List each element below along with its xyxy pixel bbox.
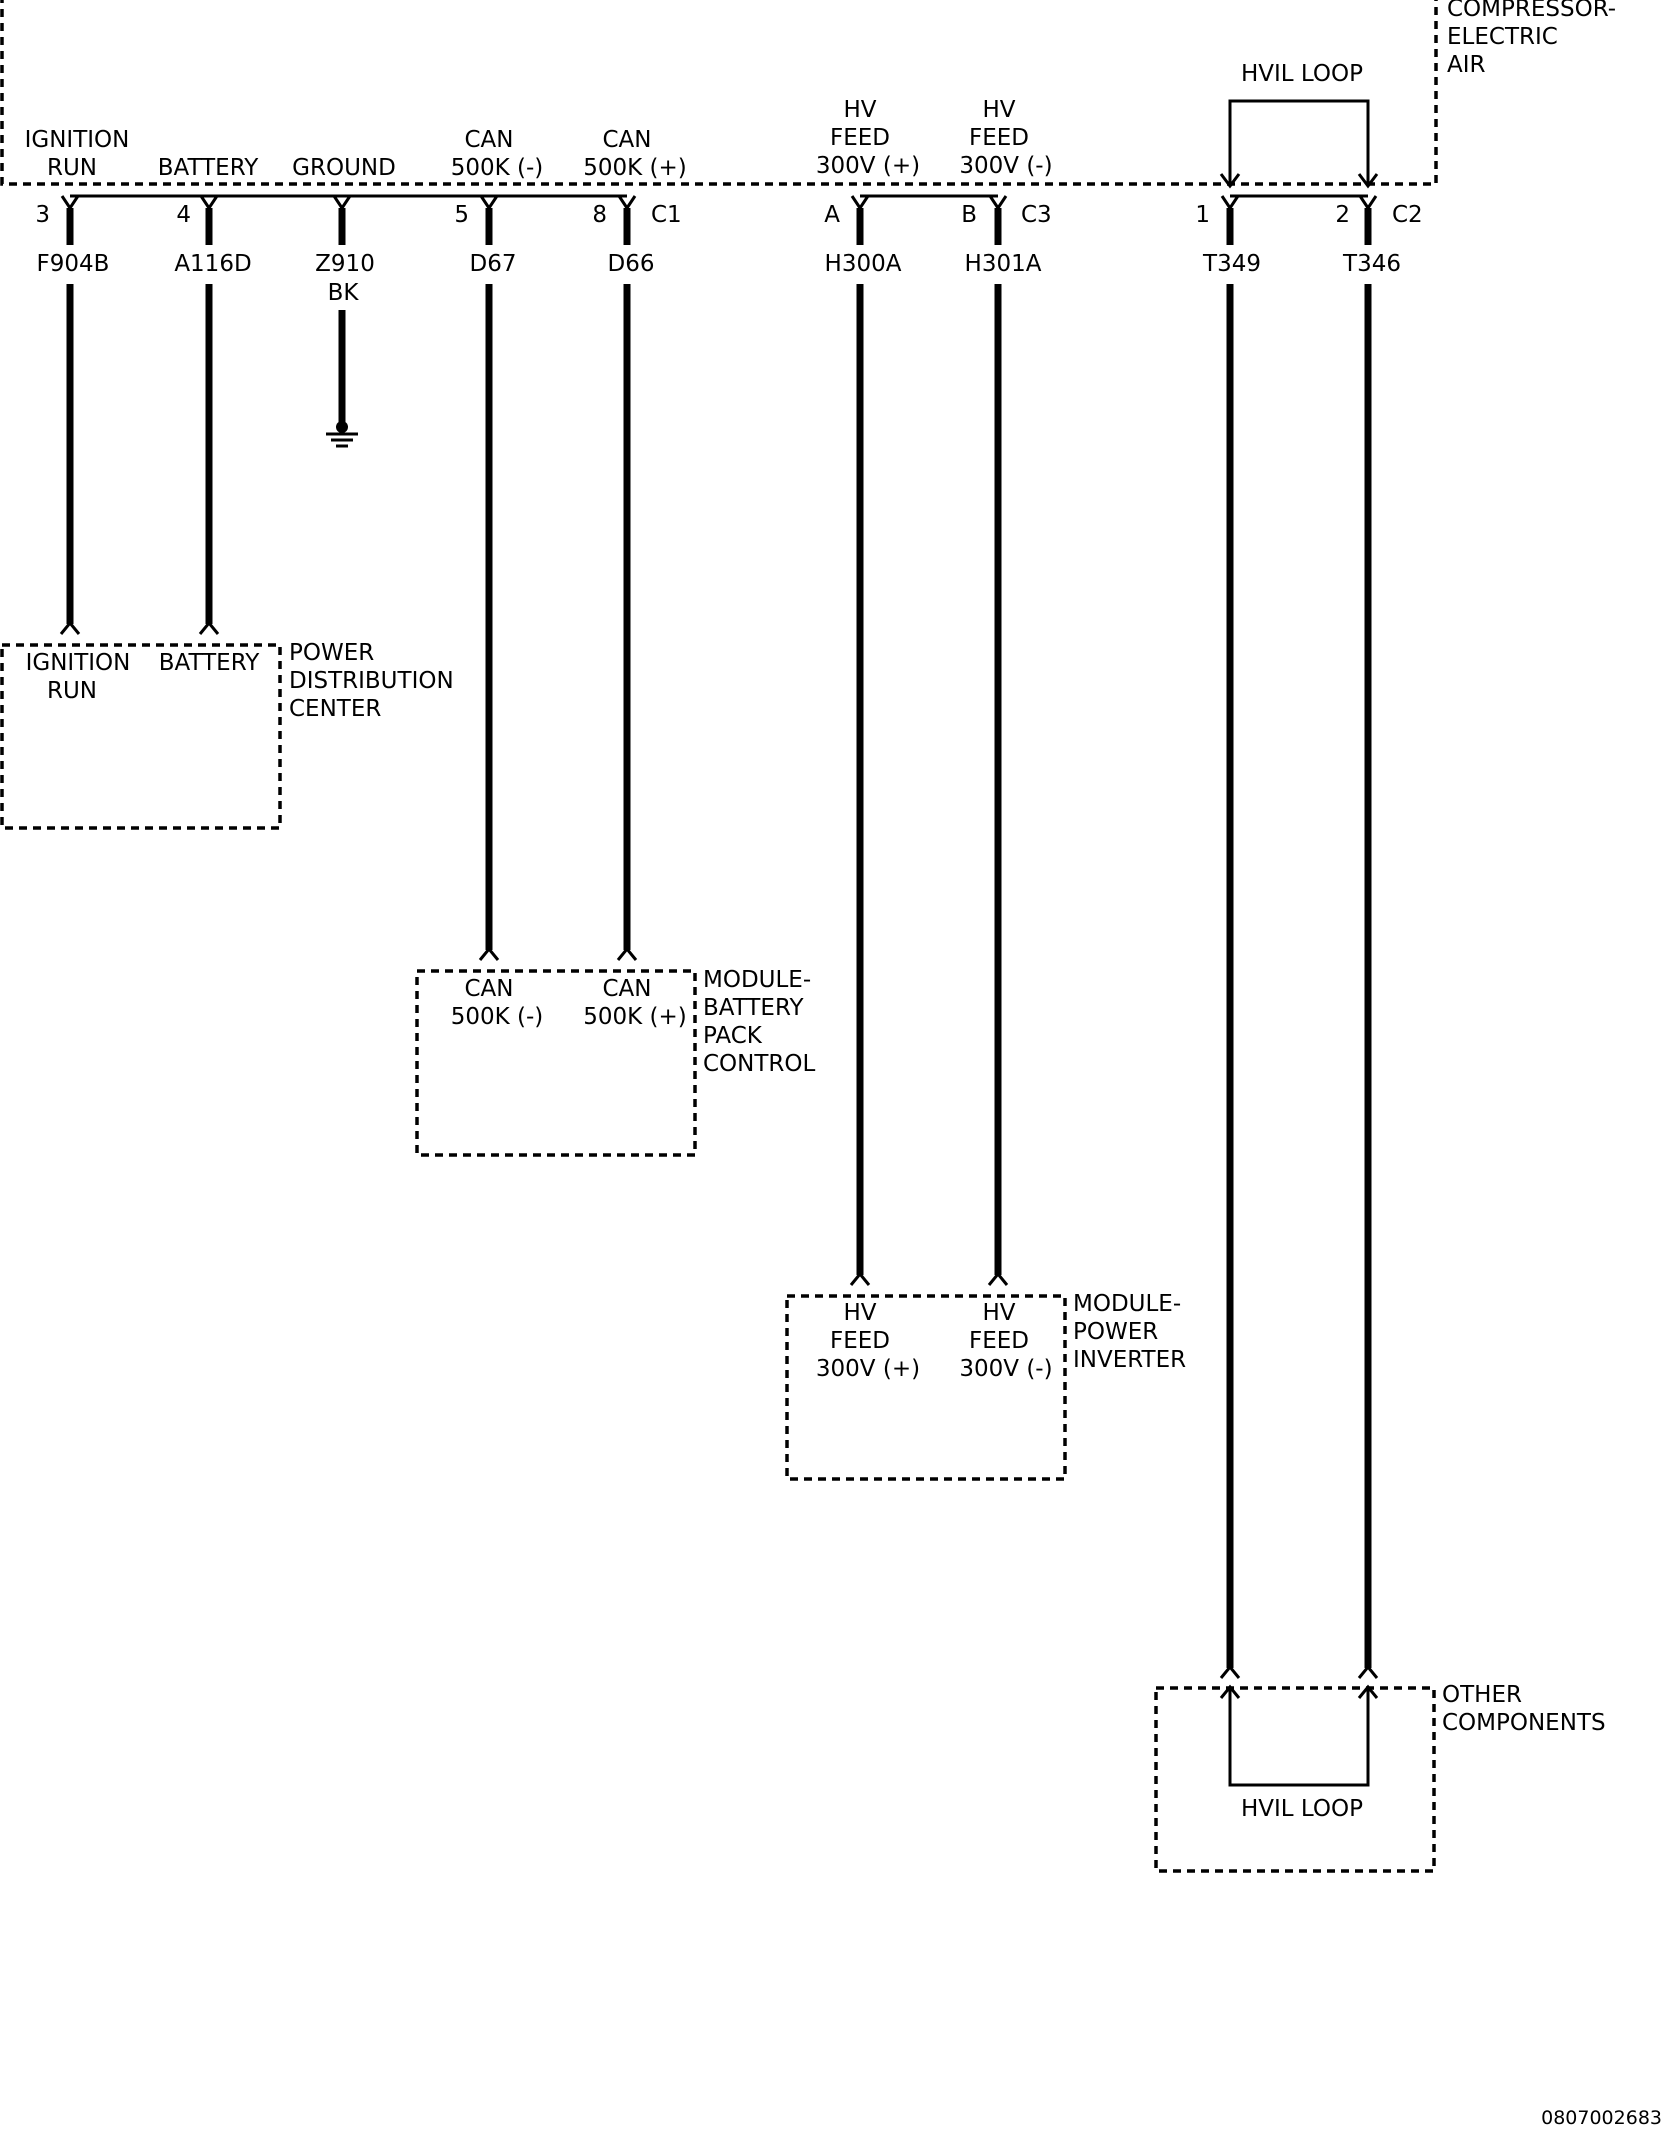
connector-c1-label: C1 <box>651 202 682 228</box>
wire-id-d66: D66 <box>608 251 655 277</box>
wire-id-z910: Z910 <box>315 251 375 277</box>
pin-number-3: 3 <box>35 202 50 228</box>
pin-number-2: 2 <box>1335 202 1350 228</box>
bpc-title-1: MODULE- <box>703 967 811 993</box>
bpc-title-4: CONTROL <box>703 1051 816 1077</box>
pin-label-can-pos-2: 500K (+) <box>583 155 687 181</box>
inverter-title-2: POWER <box>1073 1319 1158 1345</box>
pin-label-hvn-3: 300V (-) <box>959 153 1052 179</box>
wire-ids: F904B A116D Z910 BK D67 D66 H300A H301A … <box>37 251 1401 306</box>
compressor-box: COMPRESSOR- ELECTRIC AIR <box>0 0 1616 186</box>
wire-id-h300a: H300A <box>825 251 902 277</box>
bpc-pin-can-pos-1: CAN <box>603 976 652 1002</box>
wires <box>66 208 1372 1668</box>
pin-label-hvp-1: HV <box>843 97 876 123</box>
compressor-pin-labels: IGNITION RUN BATTERY GROUND CAN 500K (-)… <box>25 97 1053 181</box>
pin-number-5: 5 <box>454 202 469 228</box>
inv-pin-hvp-1: HV <box>843 1300 876 1326</box>
pin-label-hvn-2: FEED <box>969 125 1029 151</box>
pin-number-a: A <box>824 202 840 228</box>
wire-color-bk: BK <box>328 280 360 306</box>
pin-label-ign-1: IGNITION <box>25 127 130 153</box>
pin-label-battery: BATTERY <box>158 155 259 181</box>
inv-pin-hvn-2: FEED <box>969 1328 1029 1354</box>
pin-label-can-pos-1: CAN <box>603 127 652 153</box>
wire-id-a116d: A116D <box>174 251 251 277</box>
compressor-title-line-1: COMPRESSOR- <box>1447 0 1616 22</box>
ground-icon <box>326 421 358 448</box>
pin-label-hvn-1: HV <box>982 97 1015 123</box>
wire-id-f904b: F904B <box>37 251 110 277</box>
other-title-2: COMPONENTS <box>1442 1710 1606 1736</box>
bpc-box: CAN 500K (-) CAN 500K (+) MODULE- BATTER… <box>415 946 816 1157</box>
other-components-box: HVIL LOOP OTHER COMPONENTS <box>1154 1664 1606 1873</box>
connector-c2-label: C2 <box>1392 202 1423 228</box>
pin-label-hvp-3: 300V (+) <box>816 153 920 179</box>
pdc-title-3: CENTER <box>289 696 381 722</box>
pin-label-ign-2: RUN <box>47 155 97 181</box>
wire-id-t346: T346 <box>1342 251 1401 277</box>
pdc-title-2: DISTRIBUTION <box>289 668 454 694</box>
pin-label-ground: GROUND <box>292 155 396 181</box>
inv-pin-hvn-3: 300V (-) <box>959 1356 1052 1382</box>
pdc-box: IGNITION RUN BATTERY POWER DISTRIBUTION … <box>0 620 454 830</box>
inv-pin-hvn-1: HV <box>982 1300 1015 1326</box>
inverter-box: HV FEED 300V (+) HV FEED 300V (-) MODULE… <box>785 1271 1186 1481</box>
pin-label-can-neg-1: CAN <box>465 127 514 153</box>
compressor-hvil-loop: HVIL LOOP <box>1219 61 1379 189</box>
bpc-title-2: BATTERY <box>703 995 804 1021</box>
diagram-id: 0807002683 <box>1541 2107 1662 2129</box>
pdc-pin-ign-2: RUN <box>47 678 97 704</box>
pdc-pin-battery: BATTERY <box>159 650 260 676</box>
compressor-title-line-2: ELECTRIC <box>1447 24 1558 50</box>
compressor-hvil-label: HVIL LOOP <box>1241 61 1363 87</box>
pin-numbers: 3 4 5 8 C1 A B C3 1 2 C2 <box>35 202 1422 228</box>
wire-id-t349: T349 <box>1202 251 1261 277</box>
pin-number-8: 8 <box>592 202 607 228</box>
inverter-title-1: MODULE- <box>1073 1291 1181 1317</box>
pin-number-b: B <box>961 202 977 228</box>
inverter-title-3: INVERTER <box>1073 1347 1186 1373</box>
pin-number-4: 4 <box>176 202 191 228</box>
other-hvil-label: HVIL LOOP <box>1241 1796 1363 1822</box>
connector-c3-label: C3 <box>1021 202 1052 228</box>
connector-forks <box>60 195 1378 211</box>
wire-id-d67: D67 <box>470 251 517 277</box>
bpc-pin-can-neg-2: 500K (-) <box>451 1004 544 1030</box>
pdc-title-1: POWER <box>289 640 374 666</box>
pin-label-can-neg-2: 500K (-) <box>451 155 544 181</box>
bpc-title-3: PACK <box>703 1023 763 1049</box>
bpc-pin-can-neg-1: CAN <box>465 976 514 1002</box>
inv-pin-hvp-3: 300V (+) <box>816 1356 920 1382</box>
inv-pin-hvp-2: FEED <box>830 1328 890 1354</box>
bpc-pin-can-pos-2: 500K (+) <box>583 1004 687 1030</box>
compressor-title-line-3: AIR <box>1447 52 1486 78</box>
other-title-1: OTHER <box>1442 1682 1522 1708</box>
pin-label-hvp-2: FEED <box>830 125 890 151</box>
wire-id-h301a: H301A <box>965 251 1042 277</box>
pin-number-1: 1 <box>1195 202 1210 228</box>
pdc-pin-ign-1: IGNITION <box>26 650 131 676</box>
